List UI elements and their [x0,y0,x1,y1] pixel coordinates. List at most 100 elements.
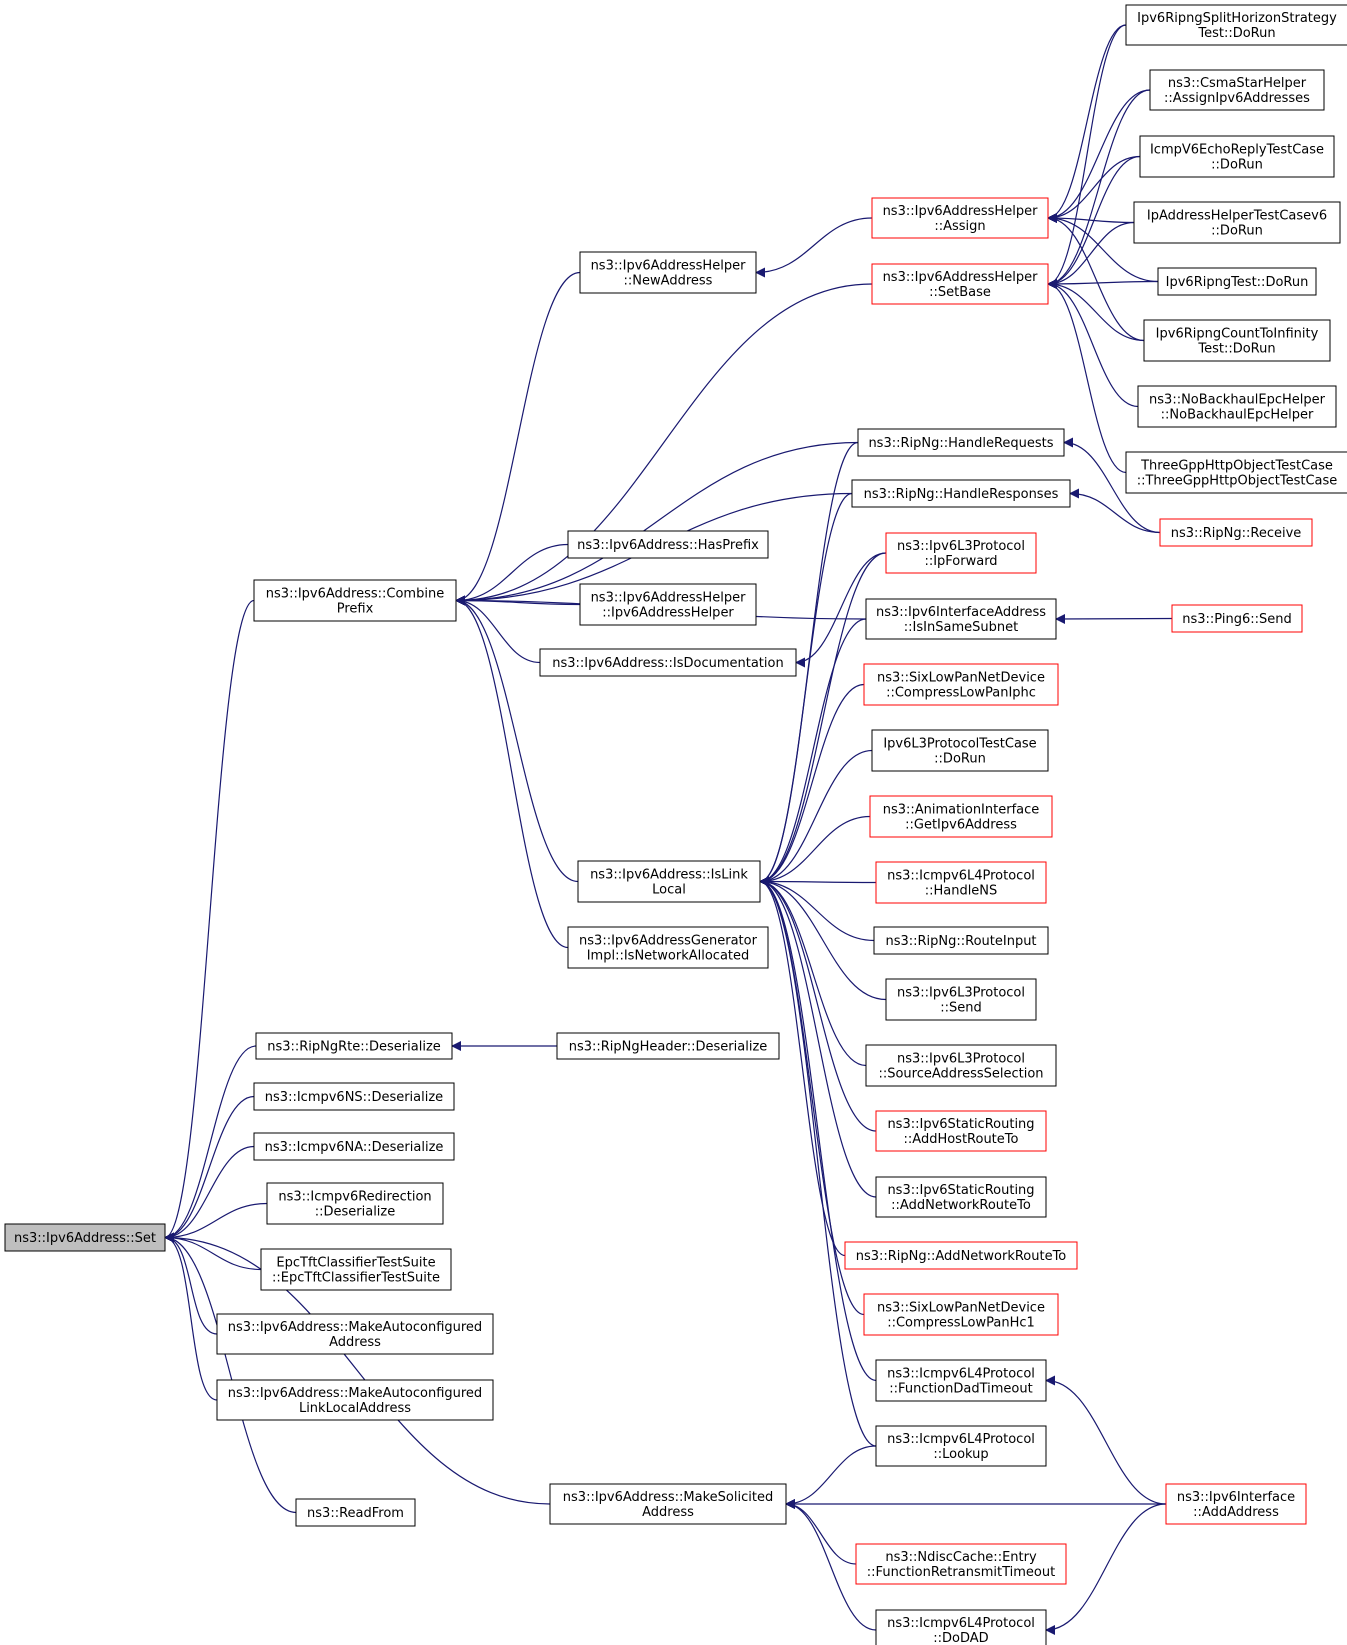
edge-readfrom-to-set [164,1232,297,1514]
node-netalloc[interactable]: ns3::Ipv6AddressGeneratorImpl::IsNetwork… [567,926,769,969]
edge-autoll-to-set [164,1232,218,1401]
node-label-ndisc: ns3::NdiscCache::Entry [885,1550,1037,1565]
node-label-ns: ns3::Icmpv6NS::Deserialize [265,1090,443,1105]
node-box-handlereq [857,428,1065,457]
node-ipforward[interactable]: ns3::Ipv6L3Protocol::IpForward [885,532,1037,574]
node-label-l3send: ::Send [940,1001,982,1016]
node-label-islink: Local [652,883,686,898]
node-addhost[interactable]: ns3::Ipv6StaticRouting::AddHostRouteTo [875,1110,1047,1152]
node-handlens[interactable]: ns3::Icmpv6L4Protocol::HandleNS [875,861,1047,904]
node-box-assign [871,197,1049,239]
edge-ripngtest-to-assign [1047,213,1159,283]
node-label-addaddress: ::AddAddress [1193,1505,1279,1520]
node-ripngrte[interactable]: ns3::RipNgRte::Deserialize [255,1032,453,1060]
node-isdoc[interactable]: ns3::Ipv6Address::IsDocumentation [539,648,797,677]
node-epc[interactable]: EpcTftClassifierTestSuite::EpcTftClassif… [260,1248,452,1291]
node-csma[interactable]: ns3::CsmaStarHelper::AssignIpv6Addresses [1149,69,1325,111]
node-echo[interactable]: IcmpV6EchoReplyTestCase::DoRun [1139,135,1335,178]
node-label-anim: ::GetIpv6Address [905,818,1017,833]
node-handleresp[interactable]: ns3::RipNg::HandleResponses [851,479,1071,508]
node-l3send[interactable]: ns3::Ipv6L3Protocol::Send [885,978,1037,1021]
edge-iphelper-to-setbase [1047,221,1135,289]
node-ripaddnet[interactable]: ns3::RipNg::AddNetworkRouteTo [844,1241,1078,1270]
node-helperctor[interactable]: ns3::Ipv6AddressHelper::Ipv6AddressHelpe… [579,583,757,626]
node-ripngheader[interactable]: ns3::RipNgHeader::Deserialize [556,1032,780,1060]
node-label-assign: ::Assign [934,219,985,234]
node-l3dorun[interactable]: Ipv6L3ProtocolTestCase::DoRun [871,729,1049,772]
node-setbase[interactable]: ns3::Ipv6AddressHelper::SetBase [871,263,1049,305]
node-box-setbase [871,263,1049,305]
edge-solicited-to-set [164,1232,551,1505]
edge-daddto-to-islink [759,876,877,1382]
node-na[interactable]: ns3::Icmpv6NA::Deserialize [253,1132,455,1161]
node-ripngtest[interactable]: Ipv6RipngTest::DoRun [1157,267,1317,296]
edge-newaddress-to-combine [455,271,581,606]
node-label-solicited: Address [642,1505,694,1520]
node-box-l3dorun [871,729,1049,772]
node-anim[interactable]: ns3::AnimationInterface::GetIpv6Address [869,795,1053,838]
node-ping6[interactable]: ns3::Ping6::Send [1171,604,1303,633]
node-box-csma [1149,69,1325,111]
node-handlereq[interactable]: ns3::RipNg::HandleRequests [857,428,1065,457]
node-readfrom[interactable]: ns3::ReadFrom [295,1498,416,1527]
node-box-epc [260,1248,452,1291]
node-compressiphc[interactable]: ns3::SixLowPanNetDevice::CompressLowPanI… [863,663,1059,706]
node-box-redir [266,1182,444,1225]
node-box-isdoc [539,648,797,677]
node-compresshc1[interactable]: ns3::SixLowPanNetDevice::CompressLowPanH… [863,1293,1059,1336]
node-label-nobackhaul: ns3::NoBackhaulEpcHelper [1149,393,1326,408]
edge-splith-to-setbase [1047,24,1127,289]
node-nobackhaul[interactable]: ns3::NoBackhaulEpcHelper::NoBackhaulEpcH… [1137,385,1337,428]
node-label-ipforward: ::IpForward [924,554,997,569]
edge-addaddress-to-daddto [1045,1375,1167,1505]
node-dodad[interactable]: ns3::Icmpv6L4Protocol::DoDAD [875,1609,1047,1645]
node-lookup[interactable]: ns3::Icmpv6L4Protocol::Lookup [875,1425,1047,1467]
node-box-nobackhaul [1137,385,1337,428]
node-label-srcsel: ::SourceAddressSelection [878,1067,1043,1082]
node-daddto[interactable]: ns3::Icmpv6L4Protocol::FunctionDadTimeou… [875,1359,1047,1402]
node-box-ripngheader [556,1032,780,1060]
node-iphelper[interactable]: IpAddressHelperTestCasev6::DoRun [1133,201,1341,244]
node-autoll[interactable]: ns3::Ipv6Address::MakeAutoconfiguredLink… [216,1379,494,1421]
node-ns[interactable]: ns3::Icmpv6NS::Deserialize [253,1082,455,1111]
node-assign[interactable]: ns3::Ipv6AddressHelper::Assign [871,197,1049,239]
node-label-addhost: ns3::Ipv6StaticRouting [887,1117,1034,1132]
node-srcsel[interactable]: ns3::Ipv6L3Protocol::SourceAddressSelect… [865,1044,1057,1087]
node-hasprefix[interactable]: ns3::Ipv6Address::HasPrefix [567,530,769,559]
node-box-set [4,1223,166,1252]
node-set[interactable]: ns3::Ipv6Address::Set [4,1223,166,1252]
node-addaddress[interactable]: ns3::Ipv6Interface::AddAddress [1165,1483,1307,1525]
node-box-addaddress [1165,1483,1307,1525]
node-ndisc[interactable]: ns3::NdiscCache::Entry::FunctionRetransm… [855,1543,1067,1585]
node-routeinput[interactable]: ns3::RipNg::RouteInput [873,926,1049,955]
node-label-set: ns3::Ipv6Address::Set [14,1231,156,1246]
edge-ndisc-to-solicited [785,1499,857,1565]
node-label-epc: ::EpcTftClassifierTestSuite [272,1271,440,1286]
node-box-autoaddr [216,1313,494,1355]
node-box-ndisc [855,1543,1067,1585]
node-box-ripaddnet [844,1241,1078,1270]
node-label-ndisc: ::FunctionRetransmitTimeout [867,1565,1055,1580]
node-newaddress[interactable]: ns3::Ipv6AddressHelper::NewAddress [579,251,757,294]
node-label-ripaddnet: ns3::RipNg::AddNetworkRouteTo [856,1249,1067,1264]
node-label-newaddress: ns3::Ipv6AddressHelper [591,259,747,274]
node-box-ping6 [1171,604,1303,633]
node-addnet[interactable]: ns3::Ipv6StaticRouting::AddNetworkRouteT… [875,1176,1047,1218]
edge-islink-to-combine [455,595,579,883]
node-redir[interactable]: ns3::Icmpv6Redirection::Deserialize [266,1182,444,1225]
node-autoaddr[interactable]: ns3::Ipv6Address::MakeAutoconfiguredAddr… [216,1313,494,1355]
node-label-handlens: ::HandleNS [925,884,998,899]
node-label-countinf: Test::DoRun [1197,342,1275,357]
node-label-l3send: ns3::Ipv6L3Protocol [897,986,1025,1001]
edge-addnet-to-islink [759,876,877,1198]
edge-iphelper-to-assign [1047,213,1135,224]
node-receive[interactable]: ns3::RipNg::Receive [1159,518,1313,547]
node-label-autoaddr: ns3::Ipv6Address::MakeAutoconfigured [228,1320,482,1335]
node-threegpp[interactable]: ThreeGppHttpObjectTestCase::ThreeGppHttp… [1125,451,1347,494]
node-insamesubnet[interactable]: ns3::Ipv6InterfaceAddress::IsInSameSubne… [865,598,1057,640]
